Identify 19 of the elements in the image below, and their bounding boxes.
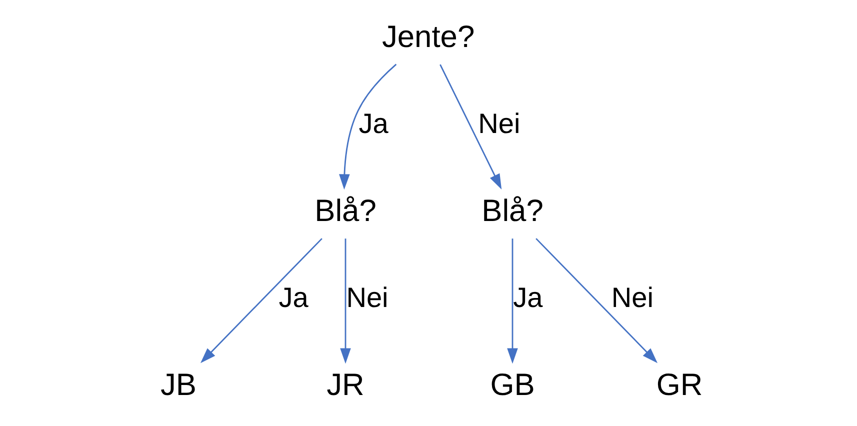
node-text: Jente?	[381, 18, 474, 54]
edge-label: Nei	[610, 282, 654, 314]
node-text: Blå?	[481, 192, 543, 228]
edge-label: Ja	[278, 282, 308, 314]
arrow	[535, 238, 658, 364]
node-text: GB	[490, 366, 534, 402]
edge-label: Nei	[346, 282, 388, 314]
edge-label: Ja	[358, 108, 388, 140]
arrow	[506, 238, 518, 364]
arrow	[338, 64, 396, 190]
edge-label: Ja	[512, 282, 542, 314]
node-text: JR	[326, 366, 364, 402]
node-text: JB	[160, 366, 196, 402]
node-text: GR	[656, 366, 702, 402]
edge-label: Nei	[478, 108, 520, 140]
arrow	[340, 238, 350, 364]
arrow	[200, 238, 322, 364]
arrow	[439, 64, 502, 190]
node-text: Blå?	[314, 192, 376, 228]
